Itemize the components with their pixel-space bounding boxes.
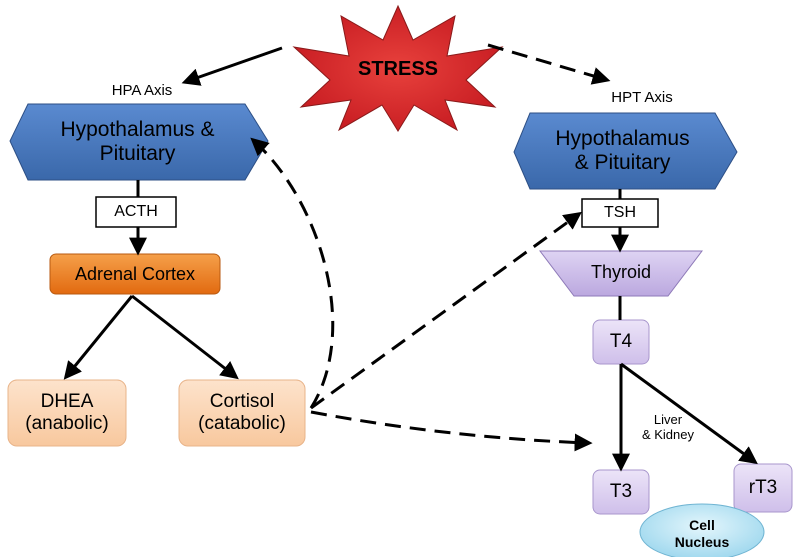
adrenal-to-dhea-arrow [63,295,134,380]
dhea-label: DHEA (anabolic) [8,380,126,446]
cortisol-label: Cortisol (catabolic) [179,380,305,446]
acth-label: ACTH [114,202,158,220]
hpt-hypothalamus-line-2: & Pituitary [574,151,671,174]
cell-line: Cell [689,517,715,534]
stress-to-hpt-dashed-arrow [487,43,611,85]
cell-nucleus-label: Cell Nucleus [655,512,749,556]
hpa-hypothalamus-hexagon [9,103,269,181]
hpa-axis-label: HPA Axis [111,82,173,100]
hpa-hypothalamus-label: Hypothalamus & Pituitary [30,106,245,178]
dhea-line-1: DHEA [40,391,94,413]
hpa-hypothalamus-line-1: Hypothalamus & [60,117,215,141]
hpt-hypothalamus-label: Hypothalamus & Pituitary [530,115,715,187]
hpa-hypothalamus-line-2: Pituitary [99,142,176,165]
stress-label: STRESS [357,57,439,80]
adrenal-to-cortisol-arrow [131,294,239,380]
t4-to-rt3-arrow [620,362,758,465]
thyroid-label: Thyroid [590,261,652,282]
cortisol-line-2: (catabolic) [198,413,286,434]
cortisol-to-t3-dashed-arrow [310,410,593,452]
dhea-line-2: (anabolic) [25,413,109,434]
stress-starburst [292,4,504,132]
kidney-line: & Kidney [641,427,695,442]
cortisol-to-tsh-dashed-arrow [310,211,582,410]
hpt-hypothalamus-hexagon [513,112,738,190]
t4-label: T4 [609,331,633,353]
hpt-hypothalamus-line-1: Hypothalamus [555,126,690,150]
liver-line: Liver [653,412,683,428]
stress-to-hpa-arrow [181,46,283,86]
hpt-axis-label: HPT Axis [611,89,673,107]
thyroid-trapezoid [538,250,704,297]
t3-label: T3 [609,481,633,503]
rt3-box [733,463,793,513]
nucleus-line: Nucleus [674,534,730,550]
tsh-label: TSH [604,203,636,221]
dhea-box [7,379,127,447]
acth-box [95,196,177,228]
cortisol-to-hpa-feedback-dashed-arrow [250,137,335,409]
cortisol-box [178,379,306,447]
cortisol-line-1: Cortisol [209,391,275,413]
cell-nucleus-ellipse [639,503,765,557]
liver-kidney-label: Liver & Kidney [628,408,708,448]
rt3-label: rT3 [748,477,778,499]
adrenal-cortex-label: Adrenal Cortex [74,263,196,284]
